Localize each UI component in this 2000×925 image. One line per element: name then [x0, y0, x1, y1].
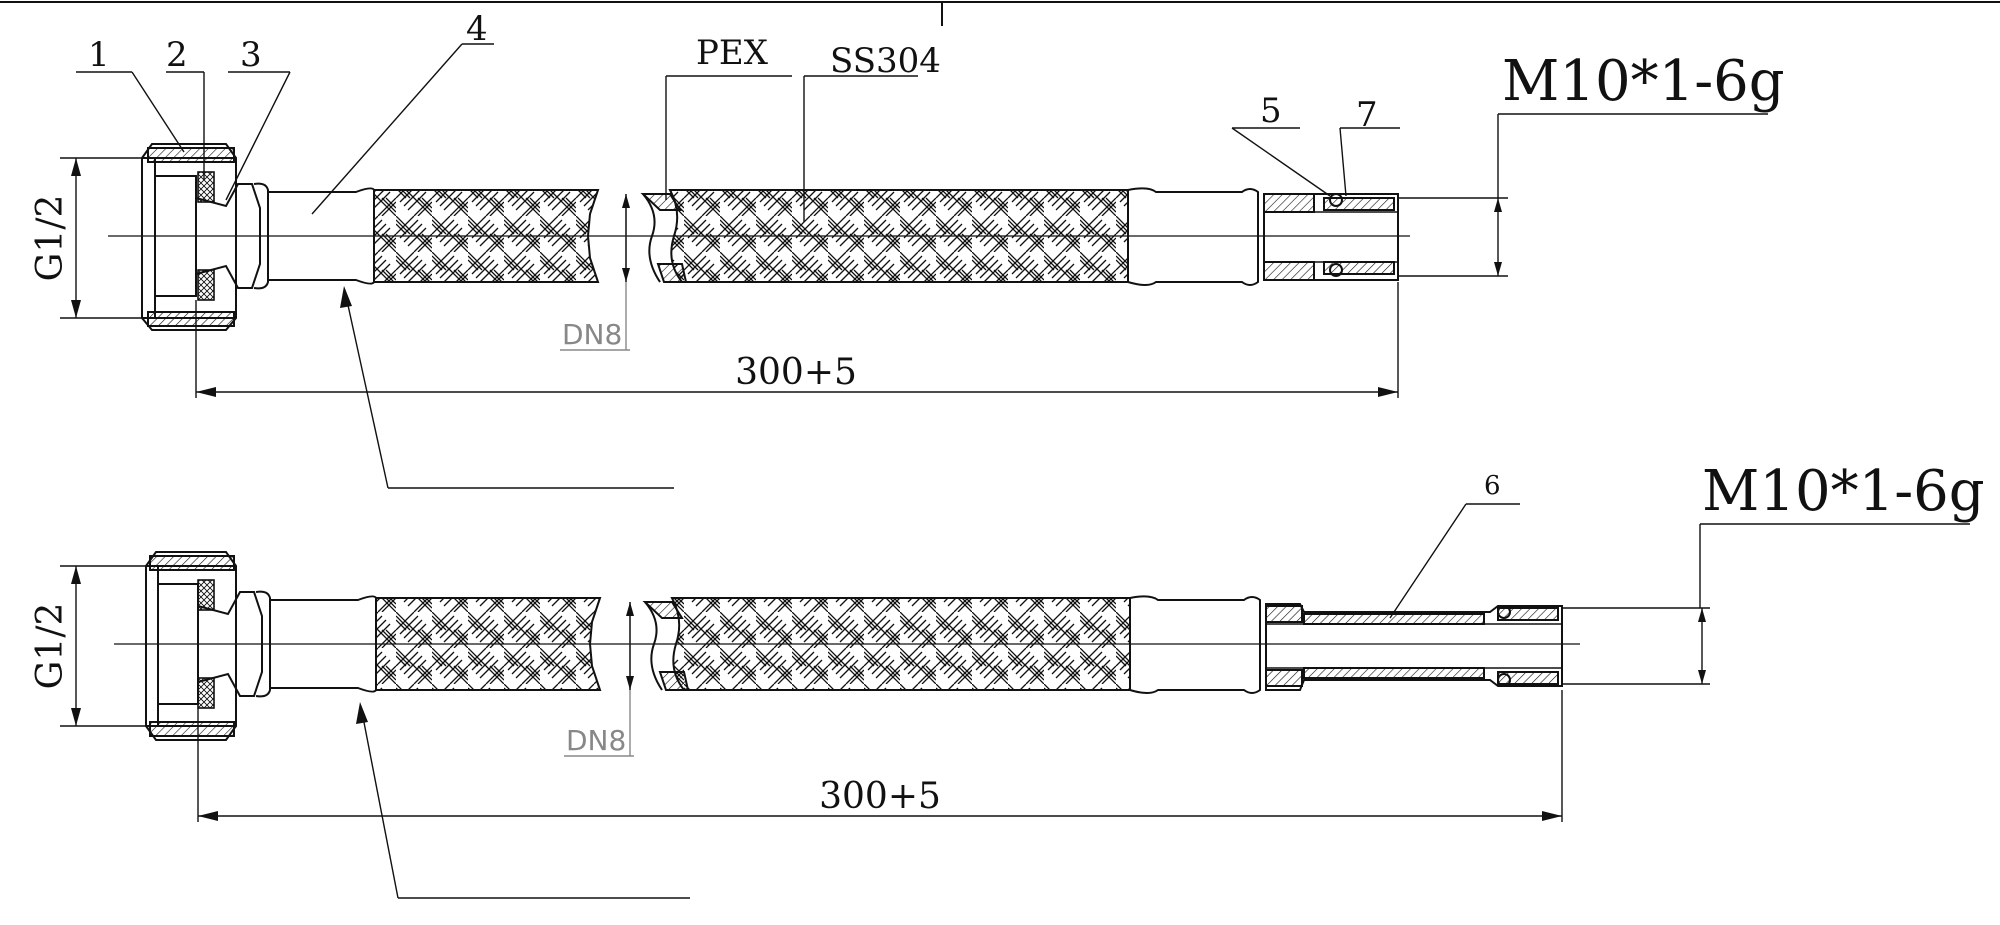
- part-label-ss304: SS304: [830, 41, 941, 81]
- thread-label-g12-2: G1/2: [30, 603, 71, 690]
- braided-hose-2a: [375, 597, 602, 691]
- hose-assembly-2: G1/2 DN8 300+5 M10*1-6g 6: [30, 459, 1985, 899]
- hose-assembly-1: G1/2 DN8 300+5 M10*1-6g: [30, 9, 1785, 489]
- gasket-2: [197, 579, 215, 611]
- break-line-2: [644, 601, 663, 691]
- part-label-1: 1: [88, 35, 110, 75]
- part-label-pex: PEX: [696, 33, 769, 73]
- nipple-m10: [1263, 193, 1399, 281]
- part-label-4: 4: [466, 9, 488, 49]
- thread-label-m10: M10*1-6g: [1502, 49, 1785, 114]
- braided-hose-a: [373, 189, 600, 283]
- thread-label-m10-2: M10*1-6g: [1702, 459, 1985, 524]
- thread-label-g12: G1/2: [30, 195, 71, 282]
- braided-hose-2b: [670, 597, 1131, 691]
- leaders-1: [76, 43, 1400, 489]
- hose-size-label-2: DN8: [566, 724, 626, 757]
- leaders-2: [356, 503, 1520, 899]
- gasket-2-lower: [197, 677, 215, 709]
- break-line: [642, 193, 661, 283]
- nut-g12: [141, 143, 237, 331]
- part-label-6: 6: [1484, 471, 1501, 501]
- ferrule-left-2: [255, 590, 271, 698]
- length-label-2: 300+5: [819, 776, 941, 817]
- gasket: [197, 171, 215, 203]
- ferrule-right-2: [1129, 595, 1261, 694]
- nut-g12-2: [145, 551, 237, 741]
- cone-fitting-2: [197, 591, 263, 697]
- cone-fitting: [195, 183, 261, 289]
- part-label-3: 3: [240, 35, 262, 75]
- ferrule-left: [253, 182, 269, 290]
- nipple-long-6: [1265, 603, 1563, 691]
- gasket-lower: [197, 269, 215, 301]
- part-label-5: 5: [1260, 91, 1282, 131]
- part-label-2: 2: [166, 35, 188, 75]
- braided-hose-b: [668, 189, 1129, 283]
- part-label-7: 7: [1356, 95, 1378, 135]
- length-label: 300+5: [735, 352, 857, 393]
- ferrule-right: [1127, 187, 1259, 286]
- hose-size-label: DN8: [562, 318, 622, 351]
